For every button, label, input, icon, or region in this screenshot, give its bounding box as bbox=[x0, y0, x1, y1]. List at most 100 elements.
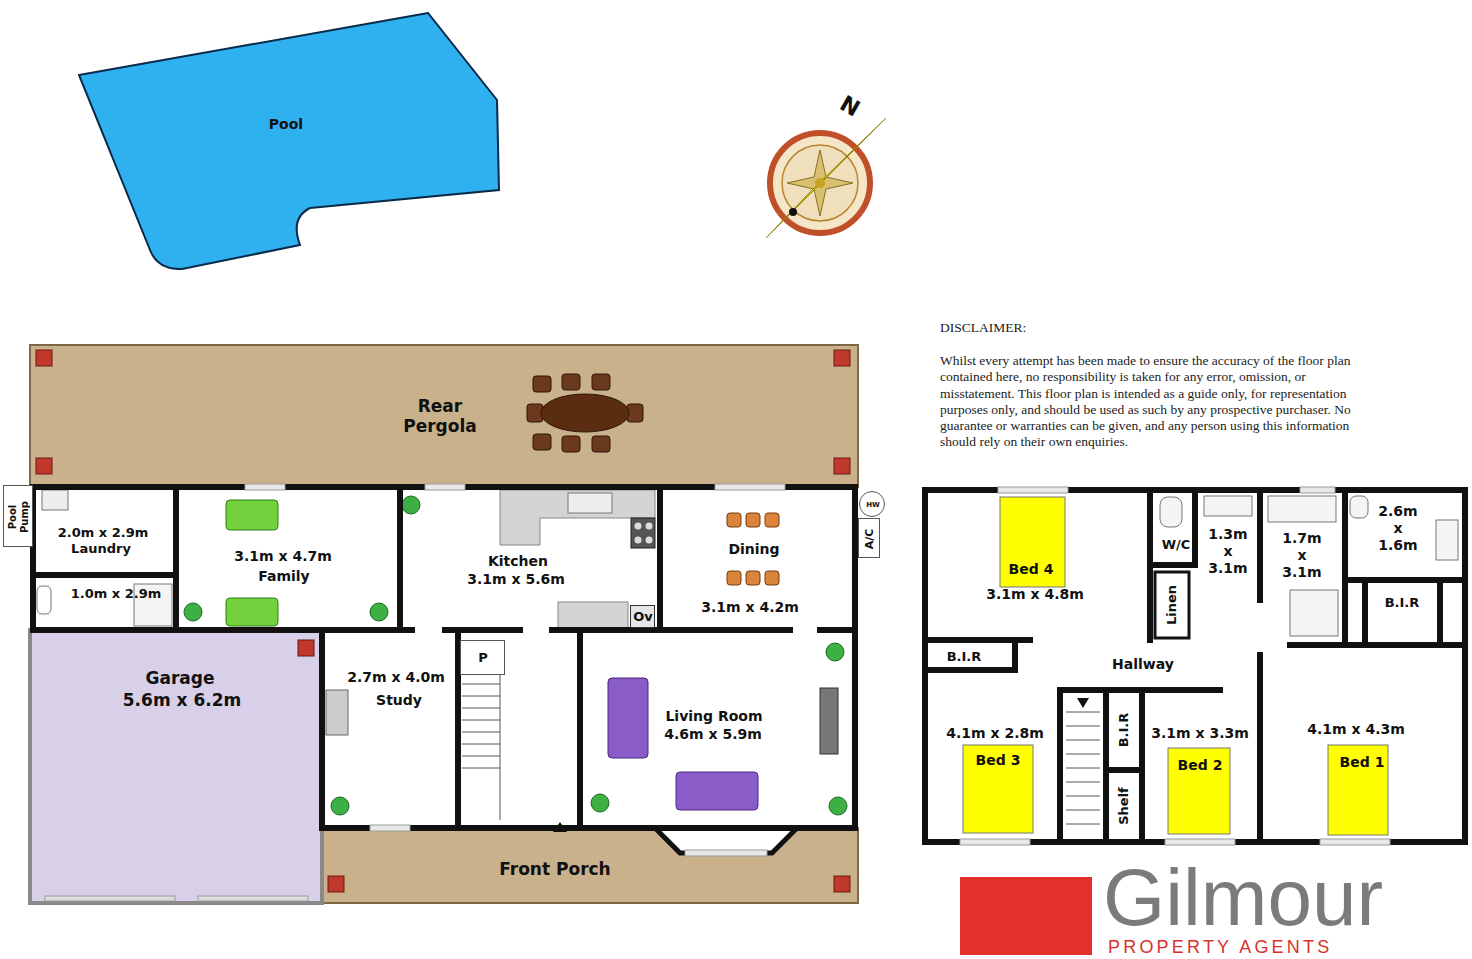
plan-circle bbox=[815, 178, 825, 188]
plan-rect bbox=[746, 571, 760, 585]
plan-rect bbox=[36, 350, 52, 366]
room-label: 1.0m x 2.9m bbox=[71, 586, 162, 602]
aircon-unit: A/C bbox=[858, 518, 880, 558]
room-label: Bed 4 bbox=[1009, 561, 1054, 578]
room-label: P bbox=[478, 650, 488, 666]
room-label: B.I.R bbox=[1116, 713, 1132, 748]
plan-rect bbox=[963, 745, 1033, 833]
plan-rect bbox=[998, 487, 1068, 493]
plan-polygon bbox=[814, 118, 886, 188]
room-label: Study bbox=[376, 692, 422, 709]
plan-circle bbox=[402, 496, 420, 514]
room-label: Dining bbox=[728, 541, 779, 558]
plan-polygon bbox=[655, 828, 797, 853]
room-label: 2.7m x 4.0m bbox=[347, 669, 445, 686]
plan-polygon bbox=[1077, 698, 1089, 708]
plan-line bbox=[462, 720, 500, 721]
plan-g bbox=[1066, 712, 1100, 824]
plan-line bbox=[1342, 490, 1348, 645]
plan-rect bbox=[834, 458, 850, 474]
plan-rect bbox=[676, 772, 758, 810]
plan-circle bbox=[829, 797, 847, 815]
room-label: 3.1m x 4.7m bbox=[234, 548, 332, 565]
plan-rect bbox=[1165, 839, 1235, 845]
room-label: 3.1m x 5.6m bbox=[467, 571, 565, 588]
room-label: 3.1m x 3.3m bbox=[1151, 725, 1249, 742]
plan-line bbox=[1257, 655, 1263, 842]
linen-cupboard: Linen bbox=[1155, 570, 1190, 640]
plan-line bbox=[1066, 768, 1100, 769]
plan-rect bbox=[533, 434, 551, 450]
plan-rect bbox=[1168, 748, 1230, 834]
room-label: Ov bbox=[633, 609, 653, 625]
plan-rect bbox=[1436, 520, 1458, 560]
plan-line bbox=[462, 708, 500, 709]
plan-circle bbox=[591, 794, 609, 812]
plan-rect bbox=[245, 484, 285, 490]
plan-rect bbox=[1204, 496, 1252, 516]
wardrobe: B.I.R bbox=[1110, 690, 1140, 770]
garage: Garage5.6m x 6.2m bbox=[30, 630, 322, 903]
plan-line bbox=[1066, 712, 1100, 713]
room-label: HW bbox=[866, 501, 880, 509]
plan-ellipse bbox=[541, 394, 629, 432]
plan-rect bbox=[765, 513, 779, 527]
room: Kitchen3.1m x 5.6mOv bbox=[400, 487, 660, 630]
plan-line bbox=[1066, 824, 1100, 825]
plan-line bbox=[1066, 726, 1100, 727]
plan-line bbox=[462, 732, 500, 733]
plan-g bbox=[184, 496, 847, 815]
room: 3.1m x 4.7mFamily bbox=[176, 487, 400, 630]
plan-line bbox=[1106, 767, 1142, 773]
plan-line bbox=[657, 487, 663, 630]
room: 1.3m x 3.1m bbox=[1195, 490, 1260, 600]
room-label: 2.6m x 1.6m bbox=[1376, 503, 1420, 553]
plan-line bbox=[1437, 580, 1443, 645]
room-label: 1.3m x 3.1m bbox=[1206, 526, 1250, 576]
room-label: Family bbox=[258, 568, 310, 585]
room-label: 2.0m x 2.9m bbox=[58, 525, 149, 541]
plan-rect bbox=[727, 513, 741, 527]
pantry: P bbox=[460, 640, 505, 675]
plan-rect bbox=[533, 376, 551, 392]
plan-line bbox=[322, 627, 412, 633]
room: Dining3.1m x 4.2m bbox=[660, 487, 855, 630]
plan-rect bbox=[370, 825, 410, 831]
plan-g bbox=[1160, 496, 1458, 636]
room-label: 4.1m x 2.8m bbox=[946, 725, 1044, 742]
plan-rect bbox=[1160, 497, 1182, 527]
plan-polygon bbox=[766, 178, 826, 238]
plan-rect bbox=[834, 350, 850, 366]
room: 4.1m x 4.3mBed 1 bbox=[1260, 645, 1465, 842]
room: 1.7m x 3.1m bbox=[1260, 490, 1345, 640]
room-label: Bed 2 bbox=[1178, 757, 1223, 774]
room-label: 5.6m x 6.2m bbox=[123, 690, 241, 710]
plan-rect bbox=[226, 500, 278, 530]
room: 2.0m x 2.9mLaundry bbox=[33, 487, 176, 575]
plan-rect bbox=[568, 493, 612, 513]
plan-g bbox=[462, 650, 500, 820]
plan-line bbox=[1066, 782, 1100, 783]
plan-rect bbox=[592, 436, 610, 452]
plan-rect bbox=[608, 678, 648, 758]
room: Bed 4 3.1m x 4.8m bbox=[925, 490, 1150, 640]
plan-rect bbox=[328, 876, 344, 892]
oven: Ov bbox=[630, 605, 655, 628]
plan-circle bbox=[635, 537, 642, 544]
plan-rect bbox=[592, 374, 610, 390]
plan-rect bbox=[42, 490, 68, 510]
plan-rect bbox=[558, 602, 628, 629]
plan-rect bbox=[1328, 745, 1388, 835]
plan-rect bbox=[562, 436, 580, 452]
plan-g bbox=[727, 513, 779, 585]
room-label: 3.1m x 4.8m bbox=[986, 586, 1084, 603]
plan-line bbox=[397, 487, 403, 630]
room: Living Room4.6m x 5.9m bbox=[580, 630, 855, 828]
room: 2.7m x 4.0mStudy bbox=[322, 630, 458, 828]
plan-line bbox=[1012, 645, 1018, 670]
plan-line bbox=[1066, 810, 1100, 811]
plan-line bbox=[500, 650, 501, 820]
room-label: Bed 1 bbox=[1340, 754, 1385, 771]
plan-line bbox=[33, 572, 176, 578]
room-label: Linen bbox=[1164, 585, 1180, 625]
